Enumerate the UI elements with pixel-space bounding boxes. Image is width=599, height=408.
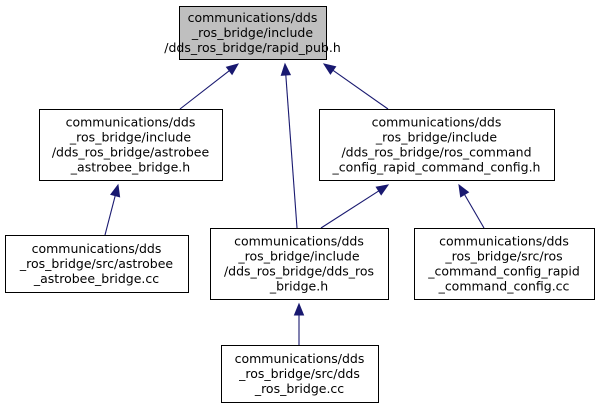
arrowhead-icon	[293, 302, 305, 316]
edge-ros-command-config-h-to-rapid-pub-h	[322, 63, 389, 110]
node-label-line: _bridge.h	[269, 279, 328, 294]
node-label-line: communications/dds	[439, 234, 569, 249]
node-label-line: communications/dds	[372, 115, 502, 130]
node-rapid-pub-h[interactable]: communications/dds_ros_bridge/include/dd…	[164, 6, 341, 60]
edge-astrobee-bridge-h-to-rapid-pub-h	[179, 63, 240, 110]
node-label-line: _ros_bridge/include	[375, 130, 497, 145]
node-label-line: _ros_bridge/include	[69, 130, 191, 145]
edge-line	[464, 194, 485, 229]
edge-dds-ros-bridge-cc-to-dds-ros-bridge-h	[293, 302, 305, 345]
edge-line	[104, 195, 116, 236]
node-box	[319, 109, 555, 181]
node-label-line: communications/dds	[188, 10, 318, 25]
node-label-line: /dds_ros_bridge/ros_command	[341, 145, 531, 160]
edge-astrobee-bridge-cc-to-astrobee-bridge-h	[104, 183, 121, 236]
edge-dds-ros-bridge-h-to-ros-command-config-h	[320, 184, 390, 229]
edge-ros-command-config-cc-to-ros-command-config-h	[458, 183, 485, 229]
node-label-line: _ros_bridge.cc	[254, 381, 344, 396]
arrowhead-icon	[110, 183, 121, 198]
node-box	[221, 345, 379, 403]
node-label-line: _ros_bridge/src/astrobee	[19, 256, 174, 271]
edge-line	[285, 74, 298, 229]
node-label-line: _command_config_rapid	[427, 264, 580, 279]
node-box	[5, 235, 189, 293]
node-box	[179, 6, 327, 60]
node-label-line: _astrobee_bridge.cc	[33, 271, 159, 286]
node-label-line: _ros_bridge/src/ros	[444, 249, 562, 264]
node-dds-ros-bridge-cc[interactable]: communications/dds_ros_bridge/src/dds_ro…	[221, 345, 379, 403]
node-label-line: /dds_ros_bridge/astrobee	[52, 145, 210, 160]
node-box	[414, 228, 595, 300]
node-label-line: _config_rapid_command_config.h	[332, 160, 541, 175]
node-dds-ros-bridge-h[interactable]: communications/dds_ros_bridge/include/dd…	[210, 228, 389, 300]
edges-layer	[104, 62, 485, 345]
node-label-line: communications/dds	[235, 351, 365, 366]
arrowhead-icon	[458, 183, 470, 198]
edge-line	[320, 190, 380, 229]
node-label-line: /dds_ros_bridge/dds_ros	[224, 264, 374, 279]
arrowhead-icon	[322, 63, 337, 75]
node-label-line: _astrobee_bridge.h	[70, 160, 190, 175]
edge-line	[332, 69, 389, 110]
node-label-line: _ros_bridge/include	[237, 249, 359, 264]
node-label-line: communications/dds	[66, 115, 196, 130]
node-astrobee-bridge-h[interactable]: communications/dds_ros_bridge/include/dd…	[39, 109, 223, 181]
node-astrobee-bridge-cc[interactable]: communications/dds_ros_bridge/src/astrob…	[5, 235, 189, 293]
edge-line	[179, 70, 230, 110]
edge-dds-ros-bridge-h-to-rapid-pub-h	[280, 62, 298, 229]
arrowhead-icon	[375, 184, 390, 196]
node-label-line: _ros_bridge/src/dds	[238, 366, 360, 381]
node-box	[210, 228, 389, 300]
node-label-line: /dds_ros_bridge/rapid_pub.h	[164, 40, 341, 55]
nodes-layer: communications/dds_ros_bridge/include/dd…	[5, 6, 595, 403]
node-label-line: _command_config.cc	[438, 279, 570, 294]
arrowhead-icon	[280, 62, 292, 76]
node-label-line: communications/dds	[32, 241, 162, 256]
node-ros-command-config-h[interactable]: communications/dds_ros_bridge/include/dd…	[319, 109, 555, 181]
arrowhead-icon	[225, 63, 240, 76]
node-ros-command-config-cc[interactable]: communications/dds_ros_bridge/src/ros_co…	[414, 228, 595, 300]
node-box	[39, 109, 223, 181]
node-label-line: _ros_bridge/include	[191, 25, 313, 40]
node-label-line: communications/dds	[234, 234, 364, 249]
